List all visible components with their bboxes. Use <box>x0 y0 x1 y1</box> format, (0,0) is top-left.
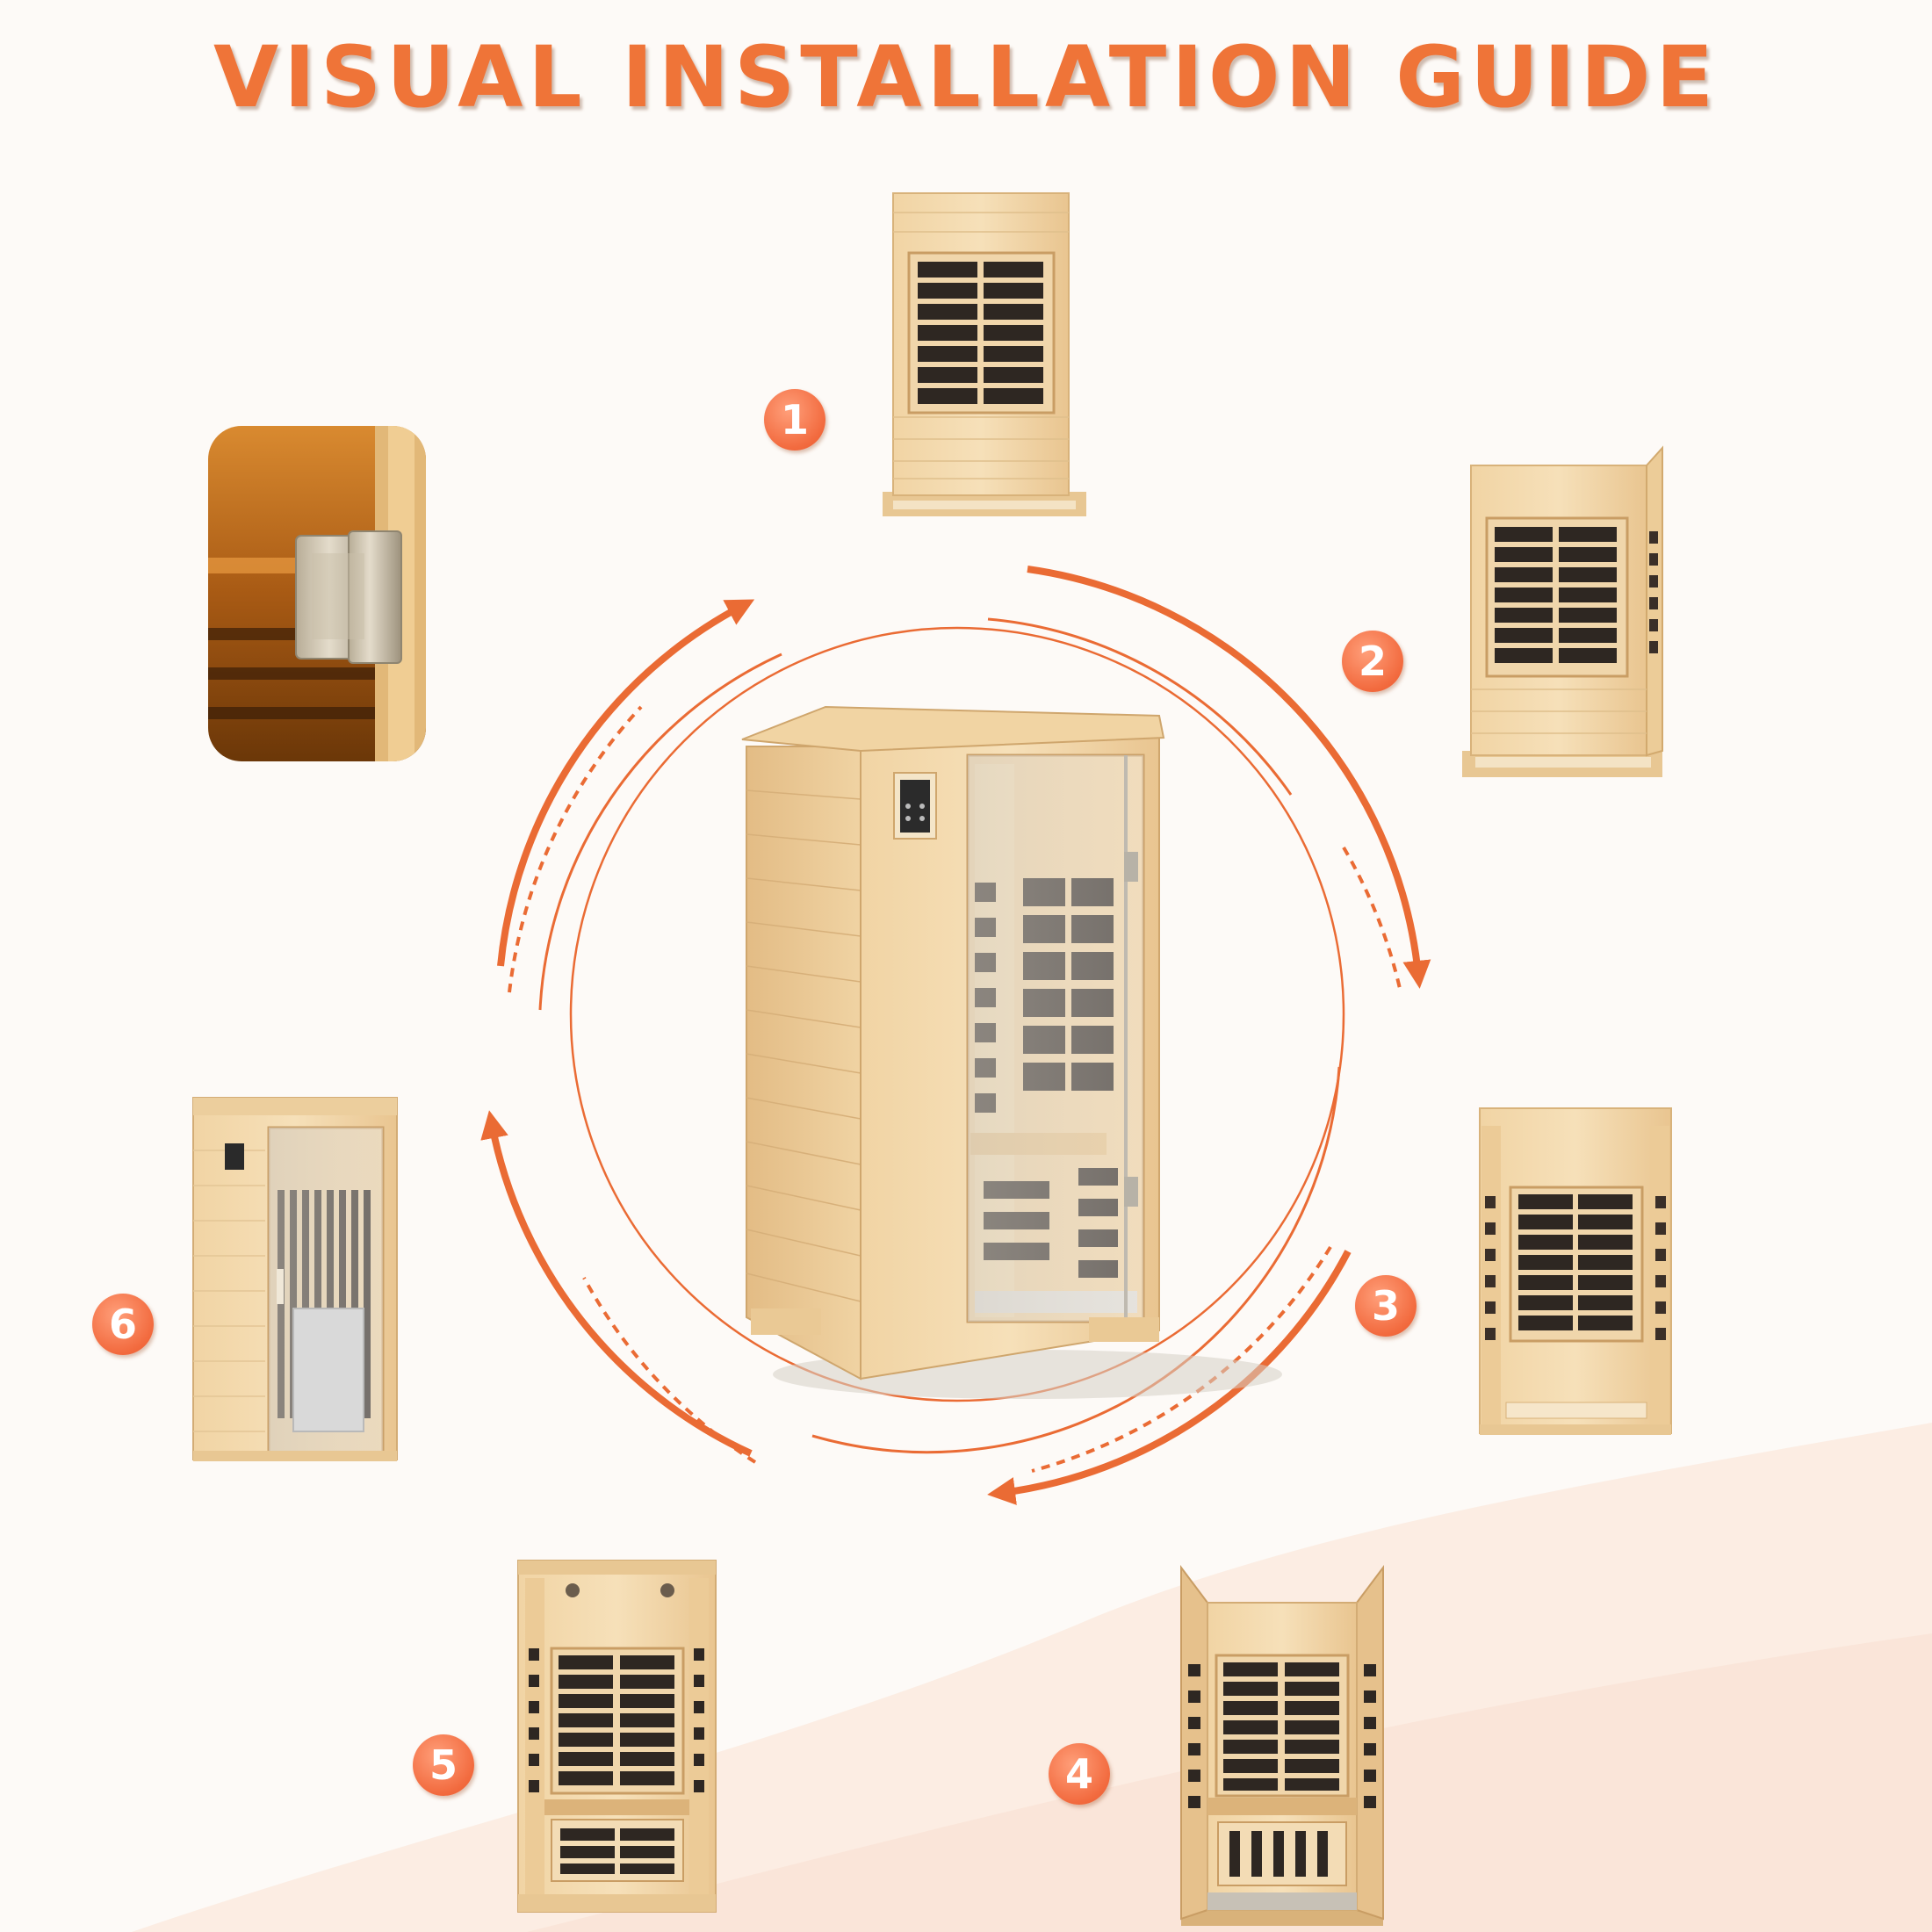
step-4-image <box>1180 1565 1384 1926</box>
cycle-arrows <box>480 566 1431 1505</box>
hinge-closeup-icon <box>208 426 426 761</box>
step-5-badge: 5 <box>413 1734 474 1796</box>
step-6-badge: 6 <box>92 1294 154 1355</box>
step-1-image <box>883 192 1086 516</box>
step-4-badge: 4 <box>1049 1743 1110 1805</box>
step-2-image <box>1462 445 1663 777</box>
step-3-image <box>1479 1107 1672 1435</box>
step-3-badge: 3 <box>1355 1275 1417 1337</box>
step-5-image <box>517 1560 717 1913</box>
step-6-image <box>192 1097 398 1461</box>
step-2-badge: 2 <box>1342 631 1403 692</box>
main-sauna-image <box>741 705 1282 1399</box>
step-1-badge: 1 <box>764 389 825 451</box>
page-title: VISUAL INSTALLATION GUIDE <box>213 28 1719 126</box>
